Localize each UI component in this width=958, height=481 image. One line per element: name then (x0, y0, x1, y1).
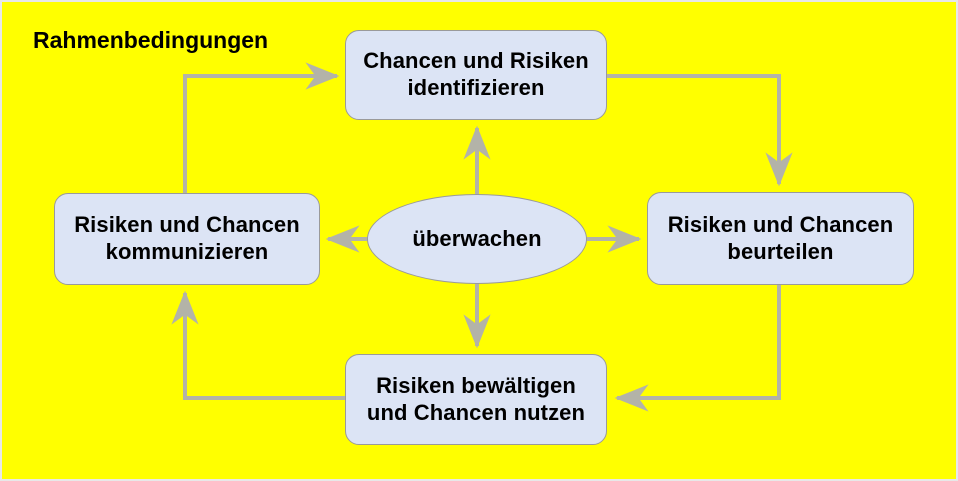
connector-left-to-top (183, 62, 340, 193)
node-left-line1: Risiken und Chancen (74, 212, 300, 238)
connector-right-to-bottom (614, 285, 781, 412)
page-title: Rahmenbedingungen (33, 27, 269, 53)
node-handle-risks-use-opportunities[interactable]: Risiken bewältigen und Chancen nutzen (345, 354, 607, 445)
node-top-line1: Chancen und Risiken (363, 48, 589, 74)
node-left-line2: kommunizieren (105, 239, 269, 264)
node-identify-opportunities-risks[interactable]: Chancen und Risiken identifizieren (345, 30, 607, 120)
node-center-label: überwachen (412, 225, 542, 251)
node-bottom-line2: und Chancen nutzen (366, 399, 586, 425)
node-communicate-risks-opportunities[interactable]: Risiken und Chancen kommunizieren (54, 193, 320, 285)
connector-bottom-to-left (171, 290, 345, 400)
node-assess-risks-opportunities[interactable]: Risiken und Chancen beurteilen (647, 192, 914, 285)
node-monitor[interactable]: überwachen (367, 194, 587, 284)
connector-top-to-right (607, 74, 793, 187)
node-right-line1: Risiken und Chancen (667, 211, 894, 237)
node-bottom-line1: Risiken bewältigen (376, 372, 576, 398)
node-top-line2: identifizieren (407, 75, 545, 100)
node-right-line2: beurteilen (727, 238, 834, 264)
